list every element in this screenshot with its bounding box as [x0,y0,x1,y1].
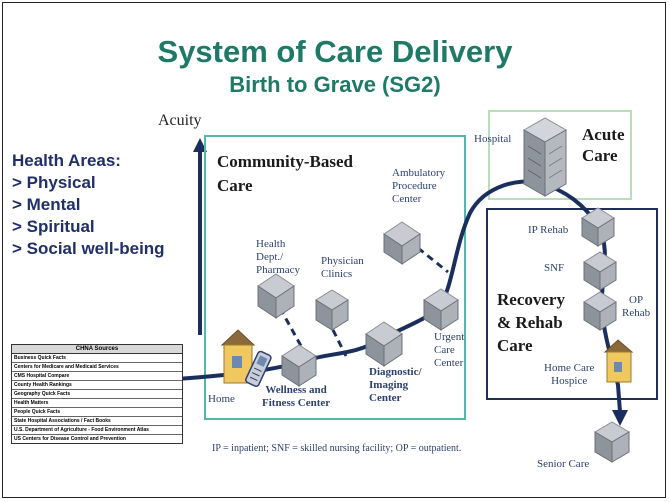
table-row: People Quick Facts [12,408,182,417]
building-icon [594,421,630,463]
building-icon [581,207,615,247]
label-snf: SNF [544,262,565,274]
hospital-tower-icon [522,117,568,197]
table-row: US Centers for Disease Control and Preve… [14,436,126,442]
acuity-arrowhead-icon [193,138,207,152]
table-row: Health Matters [12,399,182,408]
table-row: Centers for Medicare and Medicaid Servic… [12,363,182,372]
chna-sources-table: CHNA Sources Business Quick Facts Center… [11,344,183,444]
connector-physician [331,329,348,357]
acute-care-title: Acute Care [582,125,625,165]
acute-care-box [488,110,632,200]
page-title: System of Care Delivery [157,34,513,69]
table-row: State Hospital Associations / Fact Books [12,417,182,426]
table-row: U.S. Department of Agriculture - Food En… [12,426,182,435]
building-icon [365,321,403,367]
recovery-care-title: Recovery & Rehab Care [497,290,565,355]
health-area-item: > Mental [12,195,81,214]
building-icon [583,251,617,291]
label-ip-rehab: IP Rehab [528,224,569,236]
building-icon [583,291,617,331]
label-urgent-care: Urgent Care Center [434,331,465,369]
label-physician: Physician Clinics [321,255,364,280]
health-areas: Health Areas: > Physical > Mental > Spir… [12,150,165,260]
connector-health-dept [278,307,308,356]
pathway-arrowhead-icon [612,410,628,426]
table-row: County Health Rankings [12,381,182,390]
building-icon [315,289,349,331]
building-icon [423,288,459,331]
home-care-house-icon [603,339,634,383]
cell-phone-icon [245,350,272,387]
recovery-care-box [486,208,658,400]
label-health-dept: Health Dept./ Pharmacy [256,238,300,276]
label-wellness: Wellness and Fitness Center [262,384,331,409]
label-diagnostic: Diagnostic/ Imaging Center [369,366,422,404]
label-ambulatory: Ambulatory Procedure Center [392,167,446,205]
page-subtitle: Birth to Grave (SG2) [229,72,441,97]
label-hospital: Hospital [474,133,512,145]
community-care-box [204,135,466,420]
label-home-care: Home Care Hospice [544,362,595,387]
table-row: Business Quick Facts [12,354,182,363]
health-area-item: > Physical [12,173,96,192]
footnote: IP = inpatient; SNF = skilled nursing fa… [212,443,462,454]
health-area-item: > Social well-being [12,239,165,258]
label-op-rehab: OP Rehab [622,294,651,319]
building-icon [281,344,317,387]
acuity-axis [193,138,207,335]
chna-heading: CHNA Sources [12,345,182,354]
table-row: CMS Hospital Compare [12,372,182,381]
building-icon [383,221,421,265]
health-area-item: > Spiritual [12,217,95,236]
acuity-label: Acuity [158,112,202,129]
connector-ambulatory [417,246,449,274]
health-areas-heading: Health Areas: [12,151,121,170]
label-home: Home [208,393,235,405]
building-icon [257,273,295,319]
table-row: Geography Quick Facts [12,390,182,399]
label-senior-care: Senior Care [537,458,590,470]
community-care-title: Community-Based Care [217,152,354,195]
